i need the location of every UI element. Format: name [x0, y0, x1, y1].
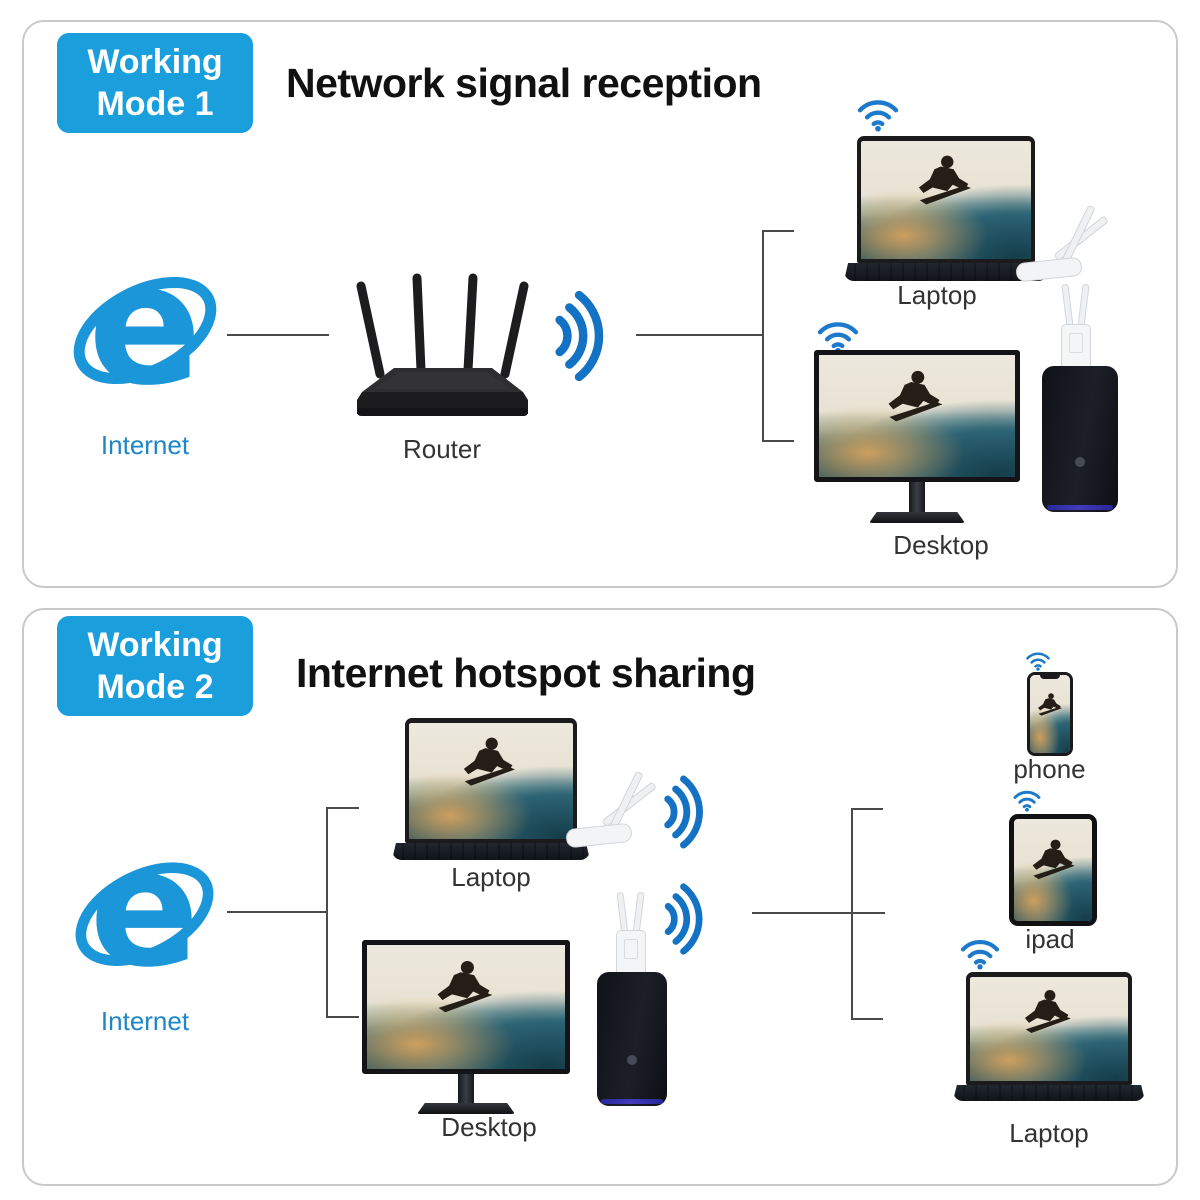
- tower-led-strip: [601, 1099, 663, 1104]
- surfer-icon: [902, 150, 987, 223]
- mode-1-title: Network signal reception: [286, 60, 762, 106]
- laptop-screen: [857, 136, 1035, 263]
- bracket-bottom-stub: [851, 1018, 883, 1020]
- monitor-screen: [814, 350, 1020, 482]
- laptop-label: Laptop: [451, 862, 531, 892]
- internet-label: Internet: [100, 1006, 190, 1036]
- phone-device: [1027, 672, 1073, 756]
- working-mode-1-badge: Working Mode 1: [57, 33, 253, 133]
- adapter-antenna: [1061, 283, 1074, 329]
- badge-line-1: Working: [87, 625, 223, 664]
- surf-wallpaper: [819, 355, 1015, 477]
- wifi-icon: [1024, 650, 1052, 671]
- surf-wallpaper: [409, 723, 573, 839]
- desktop-label: Desktop: [893, 530, 989, 560]
- bracket-top-stub: [326, 807, 359, 809]
- surf-wallpaper: [367, 945, 565, 1069]
- bracket-top-stub: [851, 808, 883, 810]
- laptop-device: [844, 136, 1048, 281]
- surf-wallpaper: [1030, 675, 1070, 753]
- surfer-icon: [448, 732, 530, 804]
- laptop-base: [844, 263, 1048, 281]
- monitor-foot: [869, 512, 965, 523]
- laptop-base: [953, 1085, 1145, 1101]
- surf-wallpaper: [861, 141, 1031, 259]
- wifi-icon: [815, 318, 861, 354]
- phone-label: phone: [1013, 754, 1086, 784]
- power-button: [627, 1055, 637, 1066]
- adapter-body: [616, 930, 646, 976]
- connector-internet-bracket: [227, 911, 328, 913]
- adapter-body: [1061, 324, 1091, 370]
- adapter-body: [565, 822, 633, 849]
- working-mode-2-panel: Working Mode 2 Internet hotspot sharing …: [22, 608, 1178, 1186]
- ipad-device: [1009, 814, 1097, 926]
- desktop-monitor-device: [362, 940, 570, 1114]
- wifi-icon: [1011, 788, 1043, 812]
- power-button: [1075, 456, 1085, 467]
- desktop-label: Desktop: [441, 1112, 537, 1142]
- usb-wifi-adapter-icon: [615, 891, 651, 976]
- laptop-label: Laptop: [897, 280, 977, 310]
- tower-pc-device: [1042, 366, 1118, 512]
- surfer-icon: [866, 365, 964, 441]
- wifi-waves-icon: [657, 770, 713, 854]
- monitor-neck: [909, 482, 925, 512]
- working-mode-1-panel: Working Mode 1 Network signal reception …: [22, 20, 1178, 588]
- laptop-label: Laptop: [1009, 1118, 1089, 1148]
- tower-led-strip: [1046, 505, 1114, 510]
- tower-pc-device: [597, 972, 667, 1106]
- adapter-body: [1015, 256, 1083, 283]
- wifi-icon: [855, 96, 901, 132]
- badge-line-2: Mode 2: [96, 668, 214, 706]
- laptop-screen: [966, 972, 1132, 1085]
- bracket-vertical: [762, 230, 764, 442]
- monitor-foot: [417, 1103, 515, 1114]
- internet-label: Internet: [100, 430, 190, 460]
- working-mode-2-badge: Working Mode 2: [57, 616, 253, 716]
- bracket-bottom-stub: [326, 1016, 359, 1018]
- wifi-waves-icon: [657, 878, 713, 960]
- bracket-vertical: [326, 807, 328, 1018]
- usb-wifi-adapter-icon: [1012, 200, 1132, 292]
- bracket-bottom-stub: [762, 440, 794, 442]
- monitor-screen: [362, 940, 570, 1074]
- surfer-icon: [415, 955, 514, 1032]
- surf-wallpaper: [1014, 819, 1092, 921]
- phone-notch: [1040, 675, 1060, 679]
- surfer-icon: [1033, 686, 1067, 729]
- wifi-waves-icon: [542, 284, 620, 388]
- bracket-top-stub: [762, 230, 794, 232]
- monitor-neck: [458, 1074, 474, 1103]
- connector-waves-bracket: [636, 334, 764, 336]
- laptop-screen: [405, 718, 577, 843]
- adapter-antenna: [1077, 283, 1090, 329]
- router-label: Router: [402, 434, 482, 464]
- ipad-label: ipad: [1025, 924, 1075, 954]
- surfer-icon: [1008, 985, 1087, 1049]
- usb-wifi-adapter-icon: [1060, 283, 1096, 370]
- wifi-icon: [958, 936, 1002, 970]
- laptop-device: [392, 718, 590, 860]
- router-icon: [342, 268, 542, 433]
- surfer-icon: [1019, 835, 1088, 894]
- bracket-vertical: [851, 808, 853, 1020]
- laptop-device: [953, 972, 1145, 1101]
- internet-explorer-icon: [70, 258, 220, 413]
- surf-wallpaper: [970, 977, 1128, 1081]
- laptop-base: [392, 843, 590, 860]
- internet-explorer-icon: [72, 844, 217, 994]
- badge-line-2: Mode 1: [96, 85, 214, 123]
- connector-waves-bracket: [752, 912, 885, 914]
- connector-internet-router: [227, 334, 329, 336]
- badge-line-1: Working: [87, 42, 223, 81]
- desktop-monitor-device: [814, 350, 1020, 523]
- mode-2-title: Internet hotspot sharing: [296, 650, 756, 696]
